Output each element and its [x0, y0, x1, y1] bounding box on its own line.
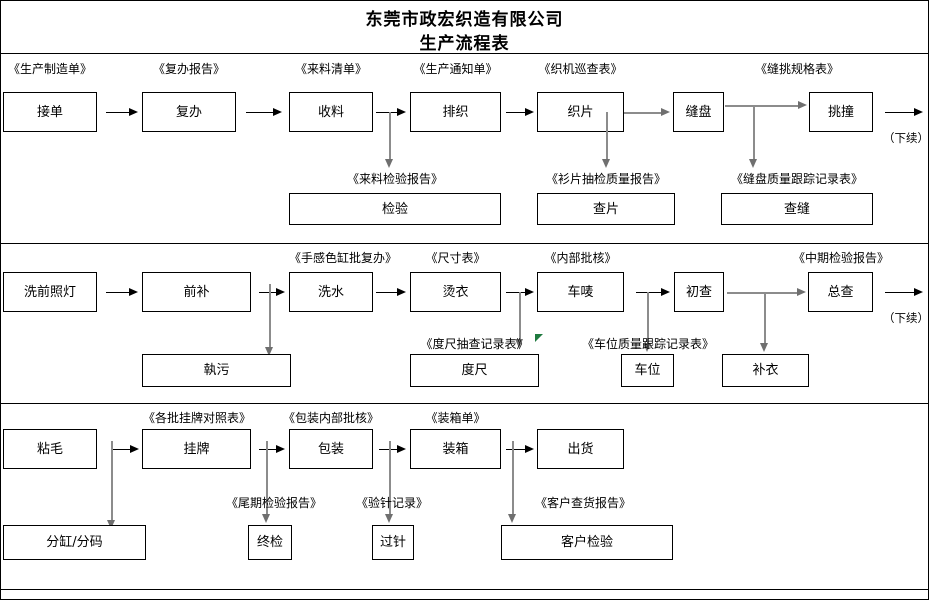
- caption-row1-0: 《生产制造单》: [7, 62, 92, 76]
- node-paizhi[interactable]: 排织: [410, 92, 501, 132]
- node-tangyi[interactable]: 烫衣: [410, 272, 501, 312]
- node-fuban[interactable]: 复办: [142, 92, 236, 132]
- node-baozhuang[interactable]: 包装: [289, 429, 373, 469]
- caption-row2-3: 《尺寸表》: [425, 251, 486, 265]
- caption-row1-4: 《织机巡查表》: [538, 62, 623, 76]
- node-chemai[interactable]: 车唛: [537, 272, 624, 312]
- node-guozhen[interactable]: 过针: [372, 525, 414, 560]
- separator-row1: [1, 243, 928, 244]
- node-fengpan[interactable]: 缝盘: [673, 92, 724, 132]
- node-xiqianzhaodeng[interactable]: 洗前照灯: [3, 272, 97, 312]
- node-guapai[interactable]: 挂牌: [142, 429, 251, 469]
- green-corner-mark: [535, 334, 543, 342]
- caption-row1-sub-2: 《缝盘质量跟踪记录表》: [730, 172, 863, 186]
- caption-row3-sub-1: 《尾期检验报告》: [225, 496, 322, 510]
- separator-title: [1, 53, 928, 54]
- continue-label-row1: （下续）: [883, 131, 929, 145]
- node-chuhuo[interactable]: 出货: [537, 429, 624, 469]
- node-zhipian[interactable]: 织片: [537, 92, 624, 132]
- node-zhongjian[interactable]: 终检: [248, 525, 292, 560]
- caption-row1-2: 《来料清单》: [294, 62, 367, 76]
- node-shouliao[interactable]: 收料: [289, 92, 373, 132]
- node-zongzha[interactable]: 总查: [808, 272, 873, 312]
- caption-row1-sub-0: 《来料检验报告》: [346, 172, 443, 186]
- caption-row2-6: 《中期检验报告》: [792, 251, 889, 265]
- caption-row1-sub-1: 《衫片抽检质量报告》: [545, 172, 666, 186]
- node-chapian[interactable]: 查片: [537, 193, 675, 225]
- node-zhanmao[interactable]: 粘毛: [3, 429, 97, 469]
- caption-row3-sub-2: 《验针记录》: [355, 496, 428, 510]
- caption-row2-sub-1: 《度尺抽查记录表》: [420, 337, 529, 351]
- continue-label-row2: （下续）: [883, 311, 929, 325]
- caption-row3-3: 《装箱单》: [425, 411, 486, 425]
- node-chewei[interactable]: 车位: [621, 354, 674, 387]
- caption-row2-2: 《手感色缸批复办》: [289, 251, 398, 265]
- separator-row3: [1, 589, 928, 590]
- page-title-line2: 生产流程表: [419, 34, 510, 54]
- node-chuzha[interactable]: 初查: [674, 272, 724, 312]
- separator-row2: [1, 403, 928, 404]
- node-zhuangxiang[interactable]: 装箱: [410, 429, 501, 469]
- caption-row2-4: 《内部批核》: [544, 251, 617, 265]
- node-xishui[interactable]: 洗水: [289, 272, 373, 312]
- node-duchi[interactable]: 度尺: [410, 354, 539, 387]
- node-tiaozhuang[interactable]: 挑撞: [809, 92, 873, 132]
- caption-row1-3: 《生产通知单》: [413, 62, 498, 76]
- node-jianyan[interactable]: 检验: [289, 193, 501, 225]
- caption-row1-1: 《复办报告》: [152, 62, 225, 76]
- node-jiedan[interactable]: 接单: [3, 92, 97, 132]
- node-buyi[interactable]: 补衣: [722, 354, 809, 387]
- caption-row2-sub-2: 《车位质量跟踪记录表》: [581, 337, 714, 351]
- caption-row3-sub-3: 《客户查货报告》: [534, 496, 631, 510]
- node-zhiwu[interactable]: 執污: [142, 354, 291, 387]
- caption-row1-6: 《缝挑规格表》: [754, 62, 839, 76]
- node-chafeng[interactable]: 查缝: [721, 193, 873, 225]
- caption-row3-2: 《包装内部批核》: [282, 411, 379, 425]
- node-kehu-jianyan[interactable]: 客户检验: [501, 525, 673, 560]
- page-title-line1: 东莞市政宏织造有限公司: [365, 10, 564, 30]
- node-qianbu[interactable]: 前补: [142, 272, 251, 312]
- caption-row3-1: 《各批挂牌对照表》: [142, 411, 251, 425]
- node-fengang-fenma[interactable]: 分缸/分码: [3, 525, 146, 560]
